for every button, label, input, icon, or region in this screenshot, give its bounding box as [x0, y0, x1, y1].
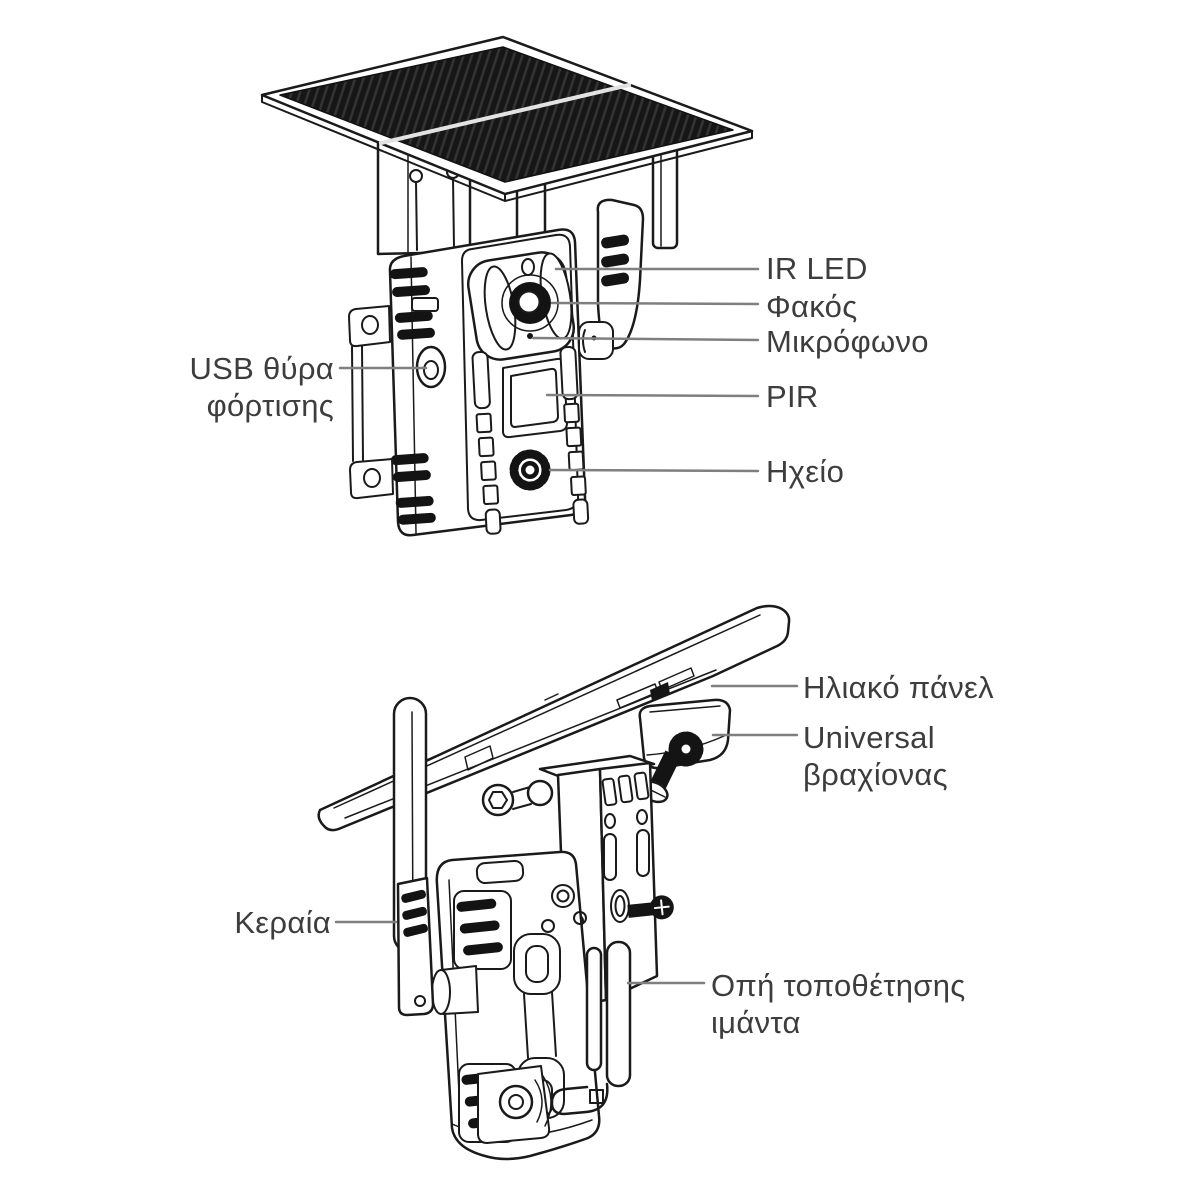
label-speaker: Ηχείο [766, 454, 845, 489]
speaker-grill [509, 449, 551, 491]
label-strap-hole: Οπή τοποθέτησης ιμάντα [711, 968, 966, 1040]
antenna [392, 696, 435, 1017]
solar-panel-top [260, 35, 754, 202]
side-clamp-fins [389, 267, 439, 525]
rear-details [431, 933, 565, 1119]
label-antenna: Κεραία [234, 905, 331, 940]
label-ir-led: IR LED [766, 251, 868, 286]
adjustment-gear [668, 731, 704, 767]
right-strut [596, 198, 645, 350]
label-microphone: Μικρόφωνο [766, 324, 929, 359]
vent-slots-right [559, 346, 590, 525]
hex-bolt [481, 779, 554, 817]
label-pir: PIR [766, 379, 819, 414]
leader-speaker [548, 468, 760, 473]
label-usb-port: USB θύρα φόρτισης [189, 351, 334, 423]
leader-lines [334, 267, 799, 985]
side-mic-clamp [578, 321, 614, 360]
leader-pir [545, 393, 760, 398]
leader-lens [550, 301, 760, 306]
rear-bolt-plate [477, 1065, 552, 1144]
microphone-hole [527, 333, 533, 339]
leader-microphone [531, 336, 760, 342]
label-bracket: Universal βραχίονας [803, 720, 948, 792]
label-lens: Φακός [766, 289, 858, 324]
pir-sensor [502, 357, 568, 439]
status-led [521, 258, 535, 276]
mounting-ears [348, 305, 394, 500]
solar-panel-rear [317, 604, 791, 832]
strap-mounting-channel [550, 940, 632, 1116]
vent-slots-left [471, 351, 502, 535]
camera-lens-assembly [466, 251, 576, 361]
label-solar-panel: Ηλιακό πάνελ [803, 670, 994, 705]
